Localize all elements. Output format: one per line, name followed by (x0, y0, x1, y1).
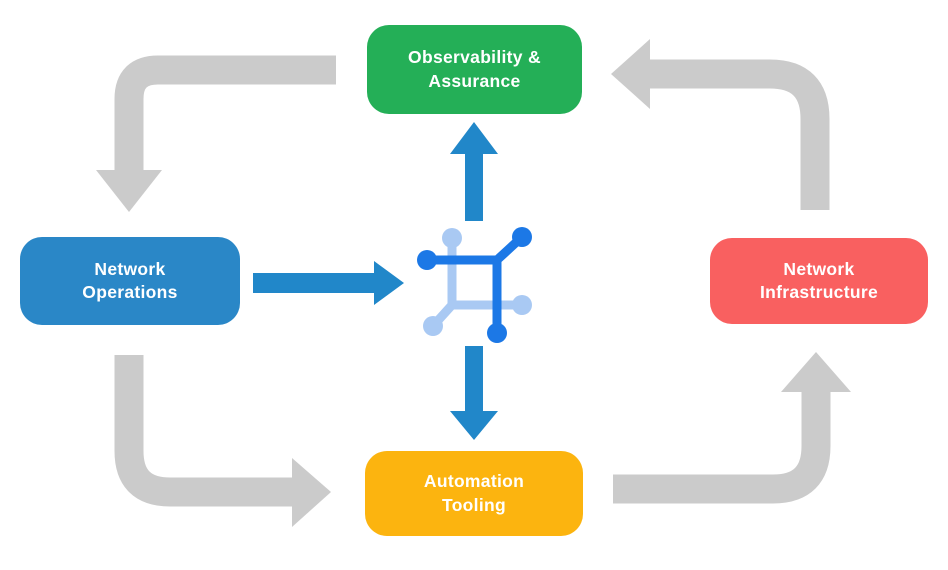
arrowhead-up-icon (450, 122, 498, 154)
icon-node-dot (417, 250, 437, 270)
node-label: Observability & Assurance (408, 47, 541, 91)
node-label: Automation Tooling (423, 471, 525, 515)
arrowhead-right-icon (292, 458, 331, 527)
icon-node-dot (512, 227, 532, 247)
network-automation-icon (417, 227, 532, 343)
arrow-elbow (114, 355, 293, 507)
node-network-operations: Network Operations (20, 237, 240, 325)
arrow-core-to-tooling (450, 346, 498, 440)
arrowhead-up-icon (781, 352, 851, 392)
node-network-infrastructure: Network Infrastructure (710, 238, 928, 324)
node-automation-tooling: Automation Tooling (365, 451, 583, 536)
arrowhead-down-icon (450, 411, 498, 440)
node-label: Network Infrastructure (760, 258, 878, 302)
node-label: Network Operations (82, 258, 178, 302)
arrow-elbow (613, 391, 831, 504)
arrow-elbow (649, 59, 830, 210)
arrow-operations-to-core (253, 261, 404, 305)
arrowhead-down-icon (96, 170, 162, 212)
arrow-core-to-observability (450, 122, 498, 221)
arrowhead-right-icon (374, 261, 404, 305)
arrow-tooling-to-infrastructure (613, 352, 851, 504)
node-observability-assurance: Observability & Assurance (367, 25, 582, 114)
arrow-elbow (114, 55, 336, 172)
icon-node-dot (512, 295, 532, 315)
icon-node-dot (423, 316, 443, 336)
arrow-infrastructure-to-observability (611, 39, 830, 210)
icon-node-dot (442, 228, 462, 248)
arrowhead-left-icon (611, 39, 650, 109)
icon-node-dot (487, 323, 507, 343)
arrow-operations-to-tooling (114, 355, 331, 527)
arrow-observability-to-operations (96, 55, 336, 212)
